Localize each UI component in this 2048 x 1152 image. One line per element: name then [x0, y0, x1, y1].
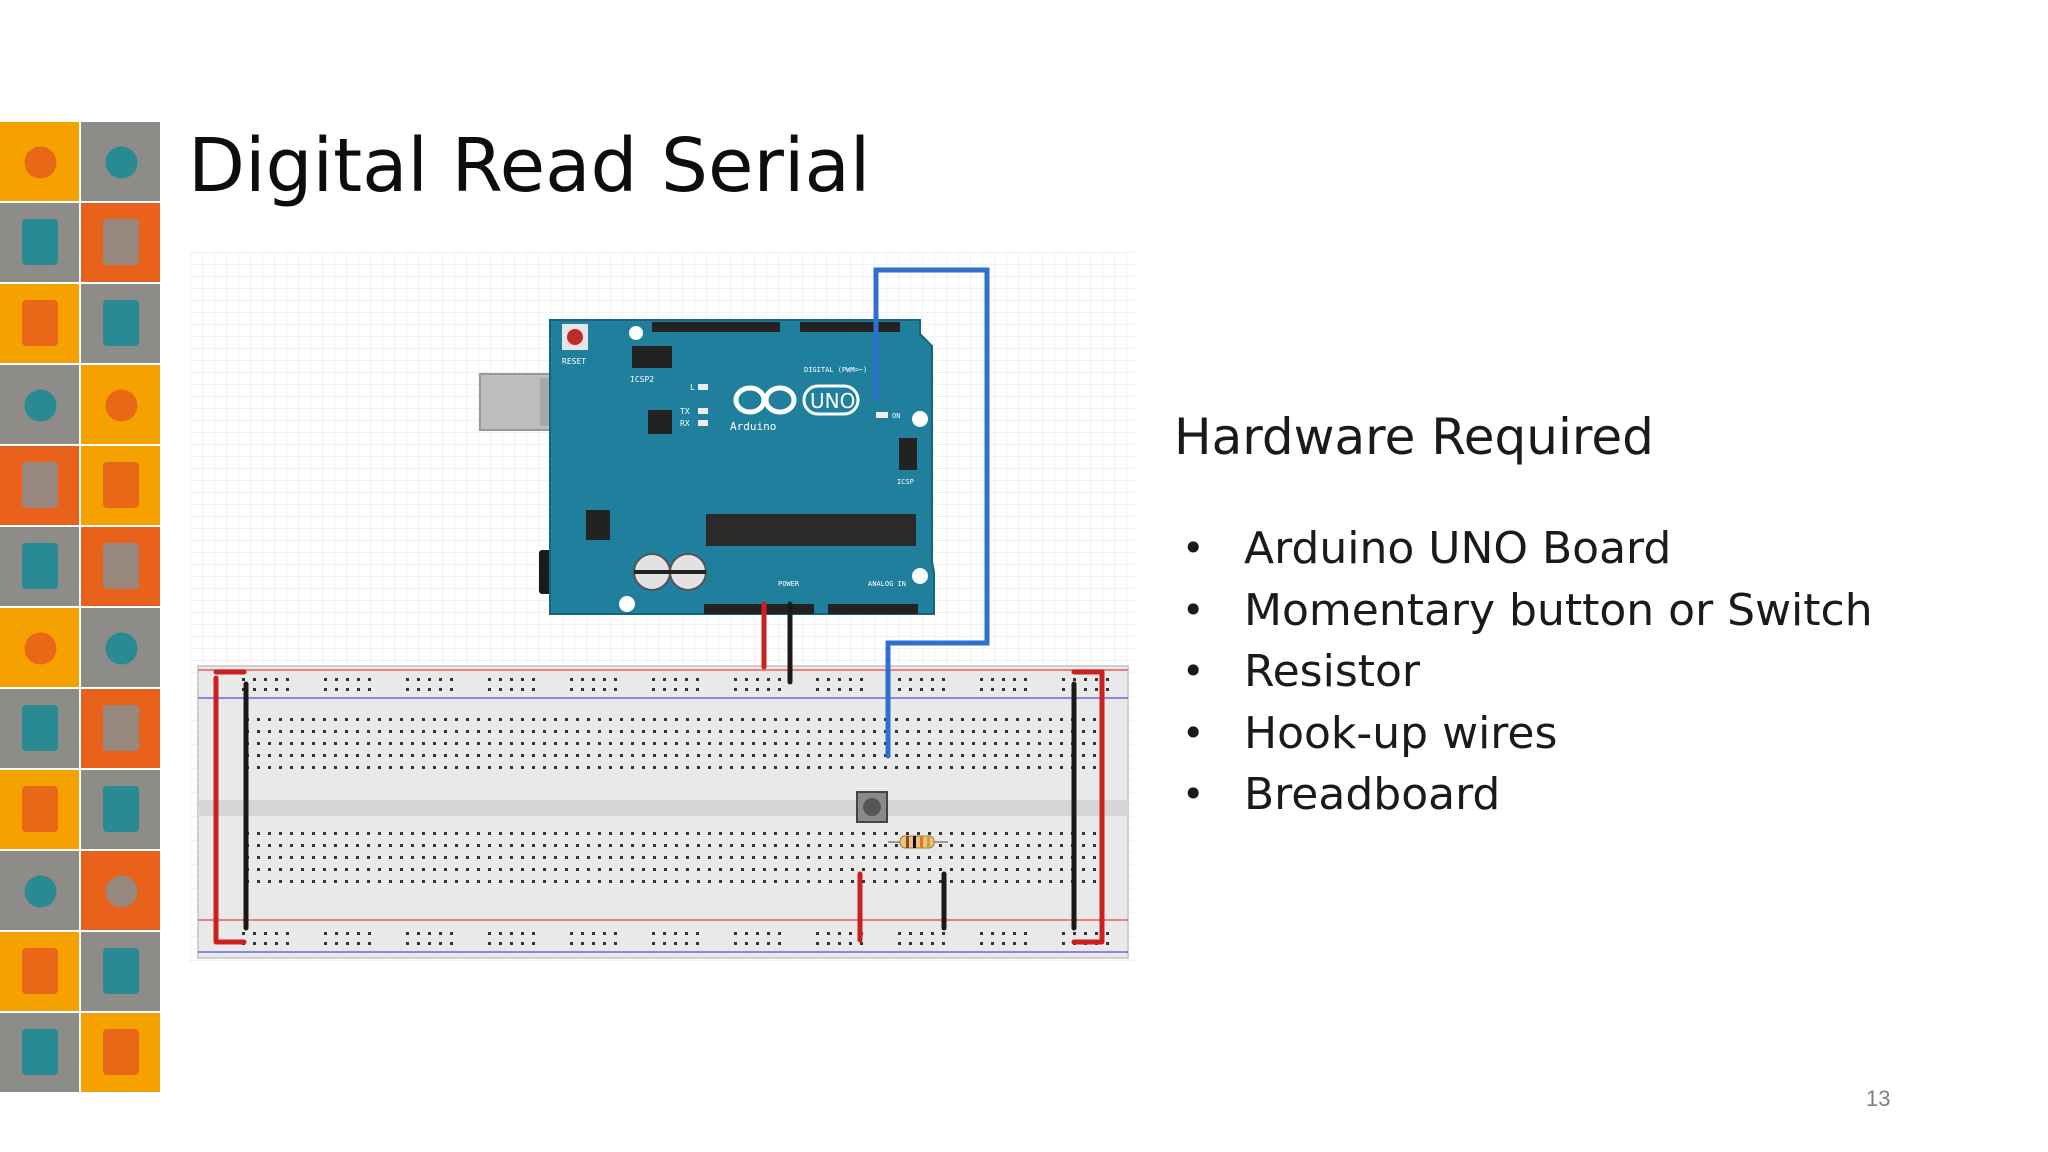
- arduino-logo-text: Arduino: [730, 420, 776, 433]
- uno-logo-text: UNO: [810, 389, 855, 413]
- hardware-item-label: Arduino UNO Board: [1244, 523, 1672, 574]
- rx-led-label: RX: [680, 419, 690, 428]
- wires: [213, 267, 1105, 945]
- hardware-item-label: Breadboard: [1244, 769, 1501, 820]
- bullet-icon: •: [1182, 772, 1205, 816]
- arduino-uno-board: RESET ICSP2 DIGITAL (PWM=~) UNO Arduino …: [479, 319, 935, 615]
- decorative-component-strip: [0, 122, 160, 1092]
- analog-in-label: ANALOG IN: [868, 580, 906, 588]
- circuit-diagram-image: RESET ICSP2 DIGITAL (PWM=~) UNO Arduino …: [190, 252, 1134, 962]
- list-item: • Resistor: [1174, 641, 1873, 703]
- hardware-item-label: Momentary button or Switch: [1244, 584, 1873, 636]
- list-item: • Arduino UNO Board: [1174, 518, 1873, 580]
- reset-label: RESET: [562, 357, 586, 366]
- on-led-label: ON: [892, 412, 900, 420]
- bullet-icon: •: [1182, 526, 1205, 570]
- list-item: • Breadboard: [1174, 764, 1873, 826]
- list-item: • Momentary button or Switch: [1174, 580, 1873, 642]
- slide-title: Digital Read Serial: [188, 123, 871, 209]
- tx-led-label: TX: [680, 407, 690, 416]
- pushbutton: [856, 791, 888, 823]
- digital-label: DIGITAL (PWM=~): [804, 366, 867, 374]
- hardware-item-label: Hook-up wires: [1244, 707, 1558, 759]
- power-label: POWER: [778, 580, 800, 588]
- page-number: 13: [1866, 1086, 1891, 1111]
- bullet-icon: •: [1182, 649, 1205, 693]
- hardware-list: • Arduino UNO Board • Momentary button or …: [1174, 518, 1873, 826]
- icsp2-label: ICSP2: [630, 375, 654, 384]
- breadboard: [197, 665, 1129, 959]
- icsp-label: ICSP: [897, 478, 914, 486]
- resistor: [888, 835, 948, 849]
- l-led-label: L: [690, 383, 695, 392]
- list-item: • Hook-up wires: [1174, 703, 1873, 765]
- hardware-required-heading: Hardware Required: [1174, 408, 1654, 466]
- hardware-item-label: Resistor: [1244, 646, 1420, 697]
- bullet-icon: •: [1182, 710, 1205, 755]
- bullet-icon: •: [1182, 587, 1205, 632]
